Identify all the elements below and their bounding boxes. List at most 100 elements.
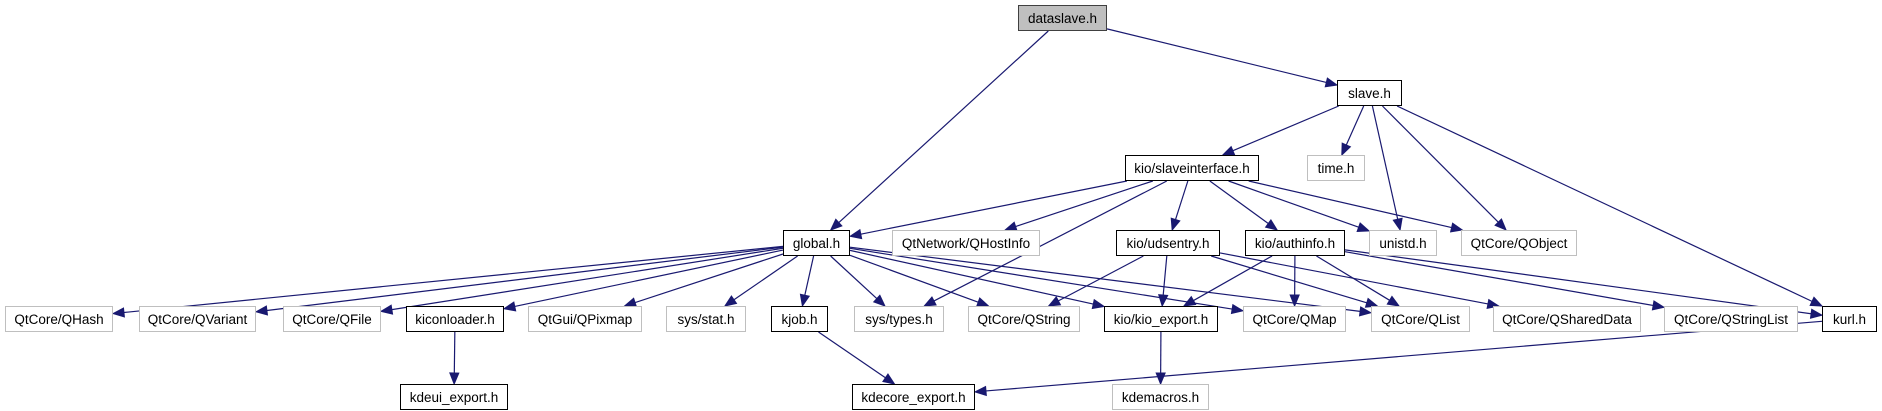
arrowhead-icon bbox=[254, 305, 269, 316]
node-qtcore-qhash[interactable]: QtCore/QHash bbox=[5, 306, 113, 332]
edge-slaveinterface-to-udsentry bbox=[1174, 180, 1189, 220]
arrowhead-icon bbox=[502, 301, 517, 312]
edge-global-to-qhash bbox=[123, 245, 784, 314]
edge-authinfo-to-kurl bbox=[1344, 249, 1812, 315]
node-label: kurl.h bbox=[1832, 311, 1866, 327]
node-label: QtNetwork/QHostInfo bbox=[901, 235, 1031, 251]
node-label: QtCore/QHash bbox=[14, 311, 104, 327]
arrowhead-icon bbox=[1809, 308, 1824, 319]
edge-slave-to-qobject bbox=[1382, 105, 1499, 223]
edge-global-to-qvariant bbox=[266, 246, 784, 312]
arrowhead-icon bbox=[1221, 145, 1236, 156]
node-global-h[interactable]: global.h bbox=[783, 230, 850, 256]
node-kio-authinfo-h[interactable]: kio/authinfo.h bbox=[1245, 230, 1345, 256]
node-qtcore-qfile[interactable]: QtCore/QFile bbox=[283, 306, 381, 332]
arrowhead-icon bbox=[882, 373, 896, 385]
node-label: QtCore/QObject bbox=[1470, 235, 1568, 251]
node-qtcore-qvariant[interactable]: QtCore/QVariant bbox=[139, 306, 256, 332]
node-kjob-h[interactable]: kjob.h bbox=[771, 306, 828, 332]
arrowhead-icon bbox=[449, 372, 460, 386]
node-kdemacros-h[interactable]: kdemacros.h bbox=[1112, 384, 1209, 410]
edge-authinfo-to-qlist bbox=[1316, 255, 1390, 301]
node-qtcore-qlist[interactable]: QtCore/QList bbox=[1371, 306, 1470, 332]
node-label: kiconloader.h bbox=[415, 311, 495, 327]
arrowhead-icon bbox=[1358, 306, 1373, 317]
edge-kurl-to-kdecoreexport bbox=[985, 320, 1823, 392]
node-qtnetwork-qhostinfo[interactable]: QtNetwork/QHostInfo bbox=[892, 230, 1040, 256]
node-qtcore-qmap[interactable]: QtCore/QMap bbox=[1243, 306, 1346, 332]
edge-slaveinterface-to-qobject bbox=[1248, 180, 1452, 229]
node-label: sys/stat.h bbox=[677, 311, 735, 327]
edge-kjob-to-kdecoreexport bbox=[818, 331, 886, 379]
edge-global-to-kioexport bbox=[849, 249, 1094, 305]
arrowhead-icon bbox=[799, 293, 811, 308]
arrowhead-icon bbox=[872, 294, 886, 307]
edge-authinfo-to-kioexport bbox=[1193, 255, 1273, 302]
edge-slaveinterface-to-authinfo bbox=[1209, 180, 1269, 225]
node-kdeui-export-h[interactable]: kdeui_export.h bbox=[400, 384, 508, 410]
edge-global-to-systypes bbox=[830, 255, 878, 299]
node-label: kdecore_export.h bbox=[861, 389, 966, 405]
edge-global-to-qpixmap bbox=[634, 253, 784, 304]
arrowhead-icon bbox=[1386, 295, 1401, 307]
arrowhead-icon bbox=[1809, 296, 1824, 307]
node-qtcore-qshareddata[interactable]: QtCore/QSharedData bbox=[1493, 306, 1641, 332]
arrowhead-icon bbox=[848, 228, 863, 240]
edge-slave-to-unistd bbox=[1371, 105, 1399, 220]
node-label: QtGui/QPixmap bbox=[537, 311, 633, 327]
node-label: QtCore/QList bbox=[1381, 311, 1460, 327]
arrowhead-icon bbox=[1182, 295, 1197, 307]
edge-slave-to-time bbox=[1345, 105, 1365, 146]
node-label: QtCore/QStringList bbox=[1673, 311, 1789, 327]
node-label: kdemacros.h bbox=[1121, 389, 1200, 405]
node-qtcore-qstringlist[interactable]: QtCore/QStringList bbox=[1664, 306, 1798, 332]
node-label: slave.h bbox=[1348, 85, 1391, 101]
edge-global-to-kjob bbox=[804, 255, 815, 296]
arrowhead-icon bbox=[1158, 294, 1169, 308]
node-qtgui-qpixmap[interactable]: QtGui/QPixmap bbox=[528, 306, 642, 332]
node-kiconloader-h[interactable]: kiconloader.h bbox=[406, 306, 504, 332]
node-label: kio/slaveinterface.h bbox=[1134, 160, 1250, 176]
arrowhead-icon bbox=[1264, 218, 1279, 231]
arrowhead-icon bbox=[723, 295, 738, 307]
node-unistd-h[interactable]: unistd.h bbox=[1369, 230, 1437, 256]
edge-global-to-qmap bbox=[849, 247, 1233, 310]
edge-global-to-sysstat bbox=[733, 255, 798, 301]
node-sys-types-h[interactable]: sys/types.h bbox=[854, 306, 944, 332]
edge-slaveinterface-to-systypes bbox=[933, 180, 1168, 302]
arrowhead-icon bbox=[923, 296, 937, 307]
node-kio-udsentry-h[interactable]: kio/udsentry.h bbox=[1116, 230, 1220, 256]
node-slave-h[interactable]: slave.h bbox=[1337, 80, 1402, 106]
arrowhead-icon bbox=[973, 385, 987, 397]
node-qtcore-qobject[interactable]: QtCore/QObject bbox=[1461, 230, 1577, 256]
node-kdecore-export-h[interactable]: kdecore_export.h bbox=[852, 384, 975, 410]
node-label: QtCore/QVariant bbox=[147, 311, 248, 327]
edge-slaveinterface-to-qhostinfo bbox=[1015, 180, 1154, 228]
edge-global-to-qfile bbox=[391, 247, 784, 311]
arrowhead-icon bbox=[1324, 77, 1339, 88]
arrowhead-icon bbox=[1289, 294, 1300, 308]
node-sys-stat-h[interactable]: sys/stat.h bbox=[666, 306, 746, 332]
node-time-h[interactable]: time.h bbox=[1307, 155, 1365, 181]
arrowhead-icon bbox=[1170, 217, 1181, 232]
node-label: kio/udsentry.h bbox=[1126, 235, 1210, 251]
edge-kiconloader-to-kdeuiexport bbox=[453, 331, 456, 374]
node-label: kdeui_export.h bbox=[409, 389, 499, 405]
node-kurl-h[interactable]: kurl.h bbox=[1822, 306, 1877, 332]
node-label: kjob.h bbox=[781, 311, 818, 327]
node-dataslave-h[interactable]: dataslave.h bbox=[1018, 5, 1107, 31]
edge-global-to-kiconloader bbox=[514, 249, 784, 308]
arrowhead-icon bbox=[1091, 298, 1106, 310]
arrowhead-icon bbox=[1651, 300, 1666, 311]
edge-udsentry-to-qlist bbox=[1211, 255, 1367, 304]
node-label: QtCore/QString bbox=[977, 311, 1071, 327]
node-qtcore-qstring[interactable]: QtCore/QString bbox=[968, 306, 1080, 332]
node-kio-kio-export-h[interactable]: kio/kio_export.h bbox=[1104, 306, 1218, 332]
node-label: QtCore/QFile bbox=[292, 311, 372, 327]
node-label: time.h bbox=[1317, 160, 1355, 176]
node-kio-slaveinterface-h[interactable]: kio/slaveinterface.h bbox=[1125, 155, 1259, 181]
arrowhead-icon bbox=[1341, 142, 1352, 157]
arrowhead-icon bbox=[1230, 303, 1245, 315]
edge-slaveinterface-to-global bbox=[860, 180, 1128, 235]
